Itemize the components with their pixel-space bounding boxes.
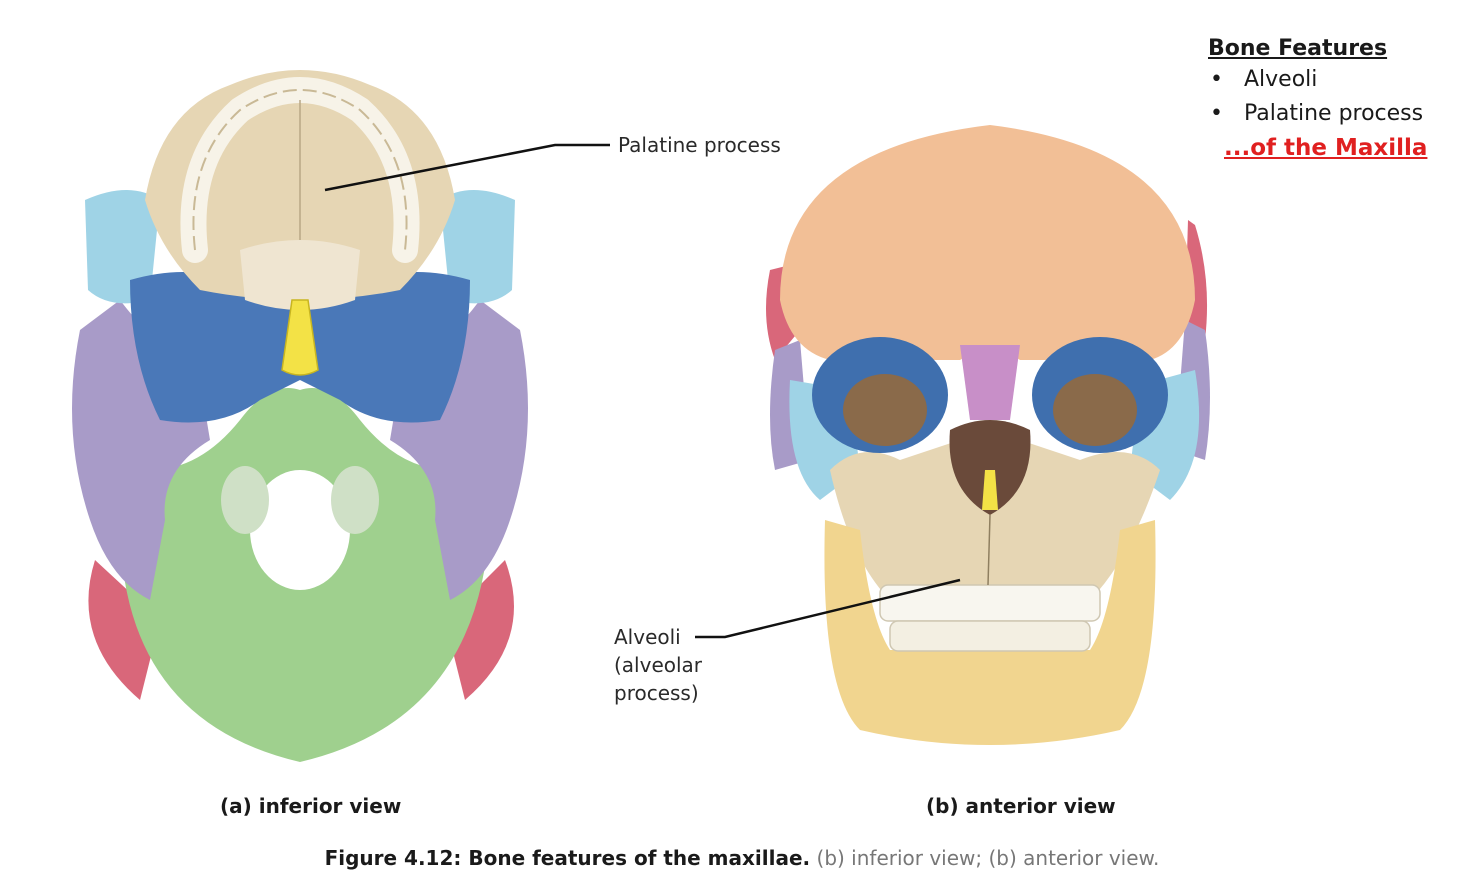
- zygomatic-bone-right: [440, 190, 515, 304]
- bone-features-box: Bone Features Alveoli Palatine process .…: [1208, 36, 1448, 161]
- zygomatic-bone-left: [85, 190, 160, 304]
- alveoli-label-line2: (alveolar: [614, 653, 703, 677]
- alveoli-leader-line: [695, 578, 961, 639]
- condyle-right: [331, 466, 379, 534]
- bone-features-list: Alveoli Palatine process: [1208, 63, 1448, 131]
- caption-bold: Figure 4.12: Bone features of the maxill…: [324, 846, 811, 870]
- foramen-magnum: [250, 470, 350, 590]
- mandible: [824, 520, 1156, 745]
- palatine-leader-line: [324, 143, 610, 192]
- feature-item: Palatine process: [1208, 97, 1448, 131]
- anterior-view-caption: (b) anterior view: [926, 794, 1116, 818]
- alveoli-label-line1: Alveoli: [614, 625, 681, 649]
- vomer-anterior: [982, 470, 998, 510]
- orbit-right-inner: [1053, 374, 1137, 446]
- alveoli-label-line3: process): [614, 681, 699, 705]
- vomer-bone: [281, 299, 319, 376]
- figure-caption: Figure 4.12: Bone features of the maxill…: [0, 846, 1464, 870]
- intermaxillary-suture: [987, 514, 991, 586]
- feature-item: Alveoli: [1208, 63, 1448, 97]
- parietal-bone-a: [88, 560, 160, 700]
- nasal-cavity: [949, 420, 1031, 515]
- orbit-left-inner: [843, 374, 927, 446]
- frontal-bone: [780, 125, 1195, 360]
- inferior-view-caption: (a) inferior view: [220, 794, 402, 818]
- lower-teeth: [889, 620, 1091, 652]
- bone-features-heading: Bone Features: [1208, 36, 1388, 61]
- caption-rest: (b) inferior view; (b) anterior view.: [810, 846, 1160, 870]
- nasal-bone: [960, 345, 1020, 420]
- inferior-view-skull: [72, 70, 528, 762]
- condyle-left: [221, 466, 269, 534]
- of-the-maxilla-label: ...of the Maxilla: [1224, 135, 1428, 161]
- anterior-view-skull: [766, 125, 1210, 745]
- alveoli-label: Alveoli (alveolar process): [614, 623, 702, 707]
- maxilla-anterior: [830, 440, 1160, 600]
- palatine-bone: [240, 240, 360, 310]
- parietal-bone-a-right: [445, 560, 514, 700]
- palatine-process-label: Palatine process: [618, 133, 781, 157]
- teeth-arch-a: [180, 77, 420, 263]
